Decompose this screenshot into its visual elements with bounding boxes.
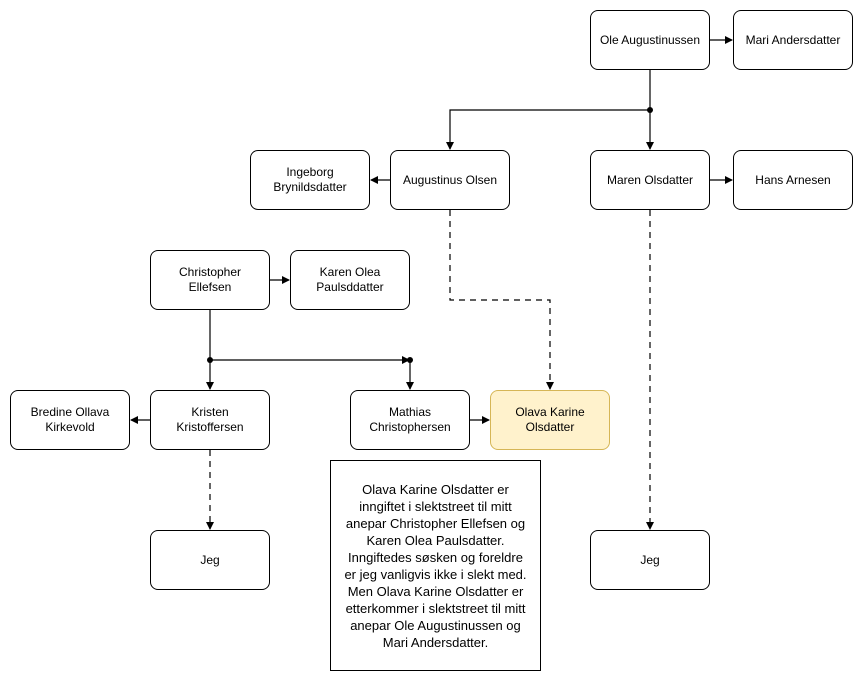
node-label: Maren Olsdatter	[606, 172, 694, 187]
node-jeg-right[interactable]: Jeg	[590, 530, 710, 590]
node-hans-arnesen[interactable]: Hans Arnesen	[733, 150, 853, 210]
node-mathias-christophersen[interactable]: Mathias Christophersen	[350, 390, 470, 450]
node-olava-karine-olsdatter[interactable]: Olava Karine Olsdatter	[490, 390, 610, 450]
node-label: Mathias Christophersen	[369, 405, 451, 434]
node-label: Jeg	[200, 552, 220, 567]
edge-augustinus-olava	[449, 210, 554, 390]
node-mari-andersdatter[interactable]: Mari Andersdatter	[733, 10, 853, 70]
junction-dot-christopher	[207, 357, 213, 363]
explanation-note[interactable]: Olava Karine Olsdatter er inngiftet i sl…	[330, 460, 541, 671]
junction-dot-mathias	[407, 357, 413, 363]
edge-ole-augustinus	[446, 109, 650, 150]
node-ole-augustinussen[interactable]: Ole Augustinussen	[590, 10, 710, 70]
node-kristen-kristoffersen[interactable]: Kristen Kristoffersen	[150, 390, 270, 450]
node-augustinus-olsen[interactable]: Augustinus Olsen	[390, 150, 510, 210]
node-label: Mari Andersdatter	[745, 32, 841, 47]
node-label: Christopher Ellefsen	[178, 265, 242, 294]
node-label: Olava Karine Olsdatter	[515, 405, 585, 434]
node-label: Ole Augustinussen	[599, 32, 701, 47]
node-maren-olsdatter[interactable]: Maren Olsdatter	[590, 150, 710, 210]
note-text: Olava Karine Olsdatter er inngiftet i sl…	[344, 481, 527, 650]
node-christopher-ellefsen[interactable]: Christopher Ellefsen	[150, 250, 270, 310]
node-ingeborg-brynildsdatter[interactable]: Ingeborg Brynildsdatter	[250, 150, 370, 210]
junction-dot-ole	[647, 107, 653, 113]
node-jeg-left[interactable]: Jeg	[150, 530, 270, 590]
node-label: Karen Olea Paulsddatter	[316, 265, 384, 294]
node-label: Augustinus Olsen	[402, 172, 498, 187]
node-karen-olea-paulsddatter[interactable]: Karen Olea Paulsddatter	[290, 250, 410, 310]
node-bredine-ollava-kirkevold[interactable]: Bredine Ollava Kirkevold	[10, 390, 130, 450]
node-label: Ingeborg Brynildsdatter	[273, 165, 347, 194]
node-label: Bredine Ollava Kirkevold	[30, 405, 110, 434]
node-label: Jeg	[640, 552, 660, 567]
node-label: Kristen Kristoffersen	[176, 405, 244, 434]
node-label: Hans Arnesen	[755, 172, 831, 187]
